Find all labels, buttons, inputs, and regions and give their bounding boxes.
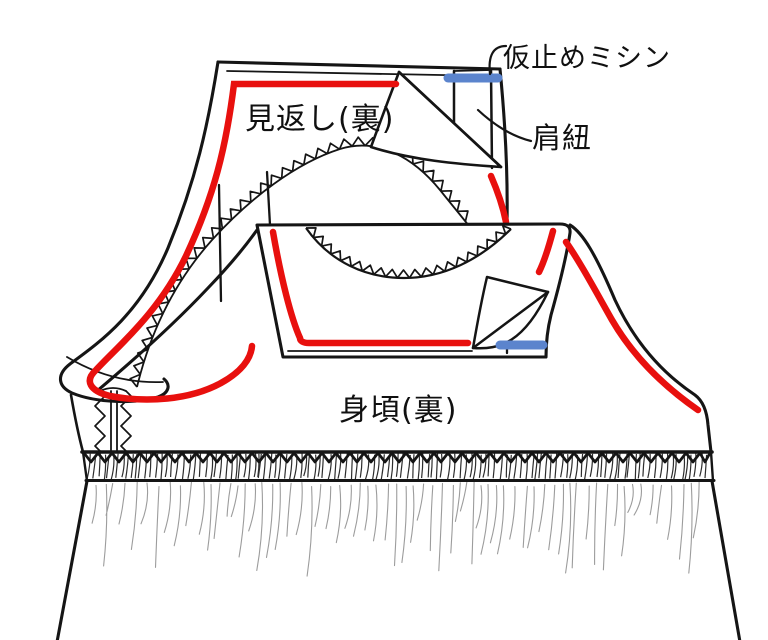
- left-strap-edge-2: [265, 170, 272, 227]
- waistband-right-end: [709, 450, 715, 483]
- bodice-lower-left-edge: [69, 393, 85, 454]
- facing-piece: [58, 60, 510, 404]
- right-strap-right-edge: [489, 68, 494, 170]
- leader-line-basting: [488, 44, 508, 76]
- bodice: [69, 223, 713, 454]
- lining-neckline-edge: [305, 227, 512, 280]
- leader-line-strap: [476, 108, 533, 143]
- waistband-left-end: [81, 450, 89, 483]
- label-facing: 見返し(裏): [245, 102, 395, 137]
- facing-right-edge: [498, 67, 509, 226]
- flap-outline: [369, 70, 503, 169]
- label-basting-stitch: 仮止めミシン: [503, 43, 671, 74]
- label-shoulder-strap: 肩紐: [532, 121, 593, 155]
- skirt-left-edge: [55, 479, 89, 640]
- facing-top-edge: [216, 60, 502, 71]
- lining-neckline-pinked-zigzag: [305, 224, 512, 279]
- lining-corner-flap: [471, 275, 550, 350]
- skirt-right-edge: [710, 479, 742, 640]
- stitch-line-lining: [269, 228, 472, 347]
- skirt: [55, 479, 742, 640]
- lining-piece: [255, 222, 572, 359]
- bodice-left-fold-edge: [95, 228, 259, 393]
- waistband-gather-hatching: [86, 452, 708, 481]
- seam-allowance-strip-top: [99, 387, 127, 392]
- left-strap-edge-1: [217, 183, 223, 303]
- skirt-gather-lines: [91, 481, 700, 577]
- flap-outline: [471, 275, 550, 350]
- bodice-right-armhole-edge: [568, 223, 713, 454]
- flap-fold-diagonal: [471, 290, 550, 350]
- stitch-line-facing-right: [487, 172, 510, 226]
- stitch-line-facing: [86, 80, 400, 403]
- waistband: [80, 450, 716, 483]
- facing-neckline-edge: [136, 144, 470, 388]
- facing-corner-flap: [369, 70, 503, 169]
- right-strap-top-edge: [453, 69, 492, 72]
- facing-curl-inner-fold: [66, 356, 164, 384]
- waistband-zigzag-edge: [82, 452, 712, 464]
- stitch-line-lining-right: [535, 227, 557, 276]
- flap-fold-diagonal: [397, 70, 503, 169]
- stitch-line-right-armhole: [562, 238, 702, 414]
- label-bodice: 身頃(裏): [339, 393, 458, 428]
